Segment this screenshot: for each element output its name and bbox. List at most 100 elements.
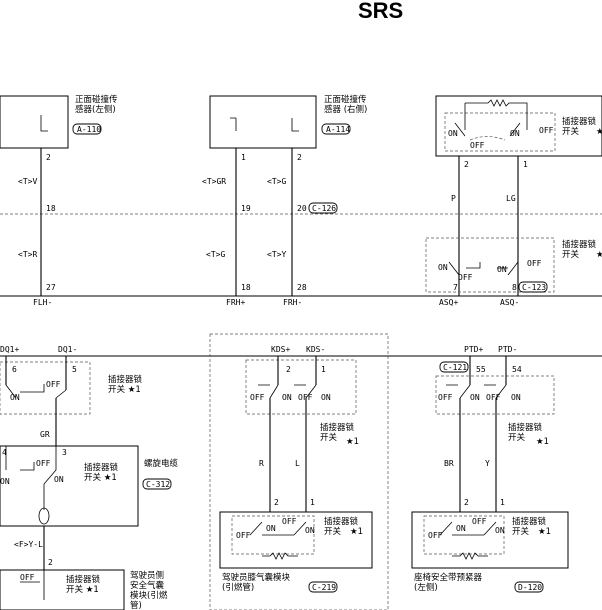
wire-color-label: L (295, 459, 300, 468)
sensor-left-name-1: 正面碰撞传 (75, 94, 118, 105)
connector-lock-switch-asq: ON OFF ON OFF 插接器锁 开关 ★ 2 1 P LG ON OFF … (425, 95, 602, 307)
svg-text:2: 2 (274, 498, 279, 507)
svg-text:ON: ON (495, 526, 505, 535)
lock-switch-label: 插接器锁 (562, 239, 597, 250)
sensor-left-ref: A-110 (77, 125, 101, 134)
svg-text:5: 5 (72, 365, 77, 374)
svg-text:1: 1 (321, 365, 326, 374)
wire-color-label: GR (40, 430, 50, 439)
lock-switch-label: 插接器锁 (508, 422, 543, 433)
sensor-right-name-1: 正面碰撞传 (324, 94, 367, 105)
lock-switch-label: 插接器锁 (84, 462, 119, 473)
svg-text:OFF: OFF (472, 517, 487, 526)
svg-text:开关: 开关 (562, 126, 580, 137)
svg-text:ON: ON (438, 263, 448, 272)
connector-ref-c123: C-123 (522, 283, 546, 292)
svg-text:ON: ON (448, 129, 458, 138)
pretensioner-module-label: 座椅安全带预紧器 (414, 572, 483, 583)
svg-text:2: 2 (464, 160, 469, 169)
svg-text:OFF: OFF (539, 126, 554, 135)
svg-text:54: 54 (512, 365, 522, 374)
svg-text:管): 管) (130, 600, 142, 610)
svg-text:★1: ★1 (536, 437, 549, 447)
svg-text:OFF: OFF (486, 393, 501, 402)
signal-label-asq-minus: ASQ- (500, 298, 519, 307)
svg-text:(左侧): (左侧) (414, 582, 438, 593)
svg-text:2: 2 (464, 498, 469, 507)
svg-text:ON: ON (54, 475, 64, 484)
svg-text:开关 ★1: 开关 ★1 (84, 472, 117, 483)
svg-text:DQ1+: DQ1+ (0, 345, 19, 354)
signal-label-flh: FLH- (33, 298, 52, 307)
driver-airbag-module-label: 驾驶员侧 (130, 570, 164, 581)
lock-switch-label: 插接器锁 (108, 374, 143, 385)
svg-text:OFF: OFF (46, 380, 61, 389)
pin-label: 1 (241, 153, 246, 162)
svg-text:ON: ON (10, 393, 20, 402)
svg-text:1: 1 (500, 498, 505, 507)
svg-text:★1: ★1 (350, 527, 363, 537)
svg-text:OFF: OFF (20, 573, 35, 582)
wire-color-label: LG (506, 194, 516, 203)
pin-label: 20 (297, 204, 307, 213)
svg-text:OFF: OFF (527, 259, 542, 268)
lock-switch-label: 插接器锁 (562, 116, 597, 127)
pretensioner-circuit: PTD+ PTD- C-121 55 54 OFF ON OFF ON 插接器锁… (411, 345, 569, 593)
svg-text:开关 ★1: 开关 ★1 (66, 584, 99, 595)
svg-text:6: 6 (12, 365, 17, 374)
wire-color-label: <T>V (18, 177, 37, 186)
wire-color-label: P (451, 194, 456, 203)
pin-label: 18 (241, 283, 251, 292)
svg-text:1: 1 (310, 498, 315, 507)
pin-label: 28 (297, 283, 307, 292)
svg-text:ON: ON (321, 393, 331, 402)
pin-label: 27 (46, 283, 56, 292)
svg-text:PTD+: PTD+ (464, 345, 483, 354)
svg-text:OFF: OFF (250, 393, 265, 402)
resistor-symbol (452, 552, 488, 560)
svg-text:OFF: OFF (428, 531, 443, 540)
clock-spring-coil-icon (38, 507, 50, 525)
svg-text:ON: ON (0, 477, 10, 486)
svg-text:ON: ON (510, 129, 520, 138)
signal-label-asq-plus: ASQ+ (439, 298, 458, 307)
svg-text:开关: 开关 (320, 432, 338, 443)
sensor-left-name-2: 感器(左侧) (75, 104, 116, 115)
pin-label: 2 (297, 153, 302, 162)
knee-airbag-ref: C-219 (312, 583, 336, 592)
svg-text:4: 4 (2, 448, 7, 457)
svg-text:ON: ON (470, 393, 480, 402)
wire-color-label: Y (485, 459, 490, 468)
svg-text:ON: ON (497, 265, 507, 274)
connector-ref-c121: C-121 (443, 363, 467, 372)
svg-text:OFF: OFF (298, 393, 313, 402)
svg-text:ON: ON (511, 393, 521, 402)
front-impact-sensor-left: 正面碰撞传 感器(左侧) A-110 2 <T>V 18 <T>R 27 FLH… (0, 94, 118, 307)
svg-text:DQ1-: DQ1- (58, 345, 77, 354)
svg-text:★1: ★1 (346, 437, 359, 447)
lock-switch-label: 插接器锁 (66, 574, 101, 585)
sensor-right-ref: A-114 (326, 125, 350, 134)
sensor-contact-symbol (40, 115, 48, 132)
svg-text:OFF: OFF (458, 273, 473, 282)
svg-text:开关 ★1: 开关 ★1 (108, 384, 141, 395)
pin-label: 2 (46, 153, 51, 162)
svg-text:7: 7 (453, 283, 458, 292)
svg-text:开关: 开关 (562, 249, 580, 260)
svg-text:OFF: OFF (236, 531, 251, 540)
knee-airbag-circuit: KDS+ KDS- 2 1 OFF ON OFF ON 插接器锁 开关 ★1 R… (209, 333, 389, 610)
diagram-title: SRS (358, 0, 403, 23)
svg-text:★1: ★1 (538, 527, 551, 537)
signal-label-frh-minus: FRH- (283, 298, 302, 307)
svg-text:开关: 开关 (324, 526, 342, 537)
svg-text:ON: ON (305, 526, 315, 535)
svg-text:ON: ON (282, 393, 292, 402)
svg-text:KDS-: KDS- (306, 345, 325, 354)
wire-color-label: <T>GR (202, 177, 226, 186)
svg-text:OFF: OFF (438, 393, 453, 402)
wire-color-label: <T>G (206, 250, 225, 259)
resistor-symbol (465, 99, 528, 130)
wire-color-label: <T>G (267, 177, 286, 186)
sensor-contact-symbol (230, 117, 237, 131)
clock-spring-ref: C-312 (146, 480, 170, 489)
